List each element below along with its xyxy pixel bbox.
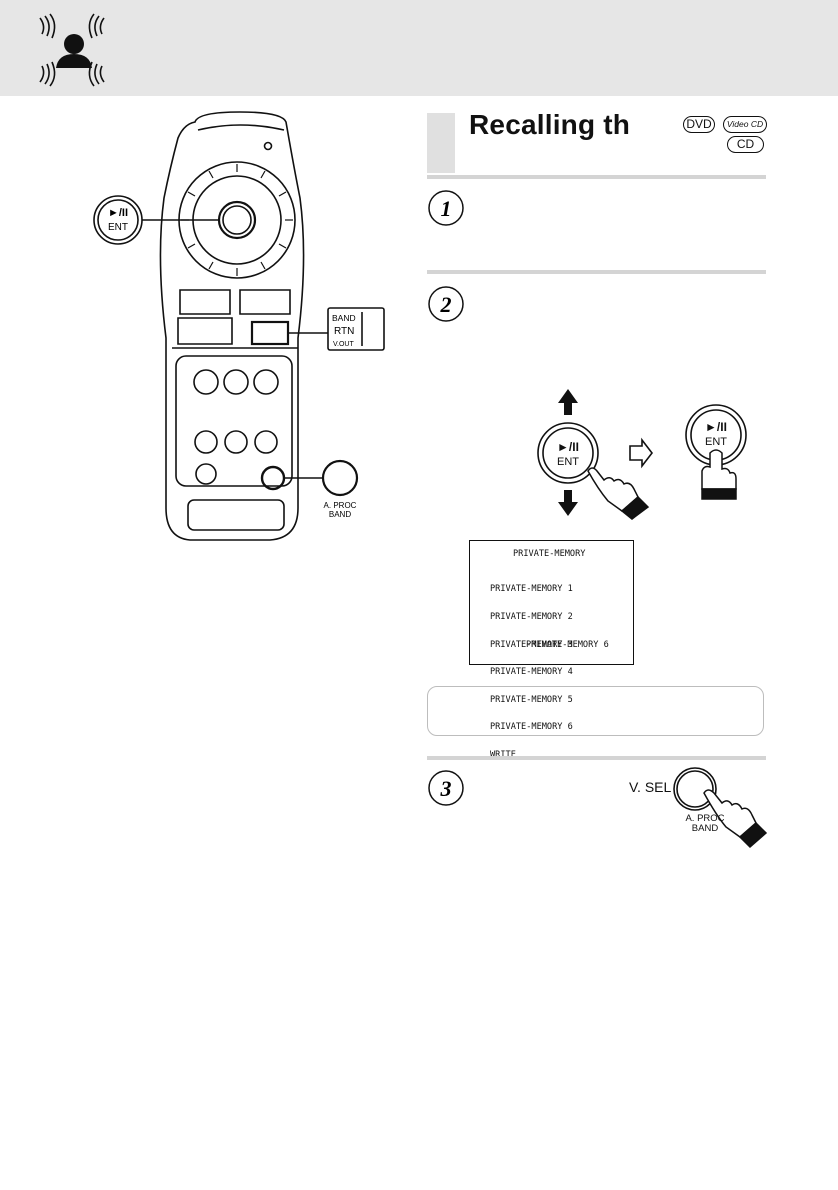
private-memory-screen: PRIVATE-MEMORY PRIVATE-MEMORY 1 PRIVATE-…: [469, 540, 634, 760]
remote-ent-label: ENT: [108, 222, 128, 233]
step3-number: 3: [428, 770, 464, 806]
aproc-caption-line2: BAND: [691, 823, 719, 834]
vsel-label: V. SEL: [629, 779, 672, 795]
step1-divider: [427, 175, 766, 179]
svg-text:3: 3: [440, 776, 452, 801]
svg-text:2: 2: [440, 292, 452, 317]
pointing-hand-icon: [703, 789, 768, 849]
section-title: Recalling th: [469, 109, 631, 140]
step3-divider: [427, 756, 766, 760]
step2-play-label-left: ►/II: [557, 440, 579, 454]
badge-cd: CD: [727, 136, 764, 153]
aproc-button-press-icon: [673, 767, 768, 849]
pointing-hand-icon: [587, 467, 650, 520]
osd-menu-item: PRIVATE-MEMORY 4: [490, 667, 573, 678]
step2-ent-label-right: ENT: [705, 436, 727, 448]
listener-sound-icon: [39, 13, 105, 87]
remote-vout-label: V.OUT: [333, 341, 354, 348]
step2-ent-label-left: ENT: [557, 456, 579, 468]
osd-menu-item: PRIVATE-MEMORY 2: [490, 612, 573, 623]
badge-video-cd: Video CD: [723, 116, 767, 133]
remote-rtn-label: RTN: [334, 326, 354, 337]
title-tab-marker: [427, 113, 455, 173]
aproc-caption: A. PROC BAND: [676, 814, 734, 834]
remote-play-label: ►/II: [108, 207, 128, 219]
osd-menu-item: PRIVATE-MEMORY 6: [490, 722, 573, 733]
osd-menu-item: WRITE: [490, 750, 573, 760]
header-band: [0, 0, 838, 96]
osd-menu-list: PRIVATE-MEMORY 1 PRIVATE-MEMORY 2 PRIVAT…: [490, 567, 573, 779]
step2-play-label-right: ►/II: [705, 420, 727, 434]
osd-status: PRIVATE-MEMORY 6: [526, 640, 609, 650]
badge-dvd: DVD: [683, 116, 715, 133]
remote-aproc-label: A. PROC: [324, 501, 357, 510]
remote-control-illustration: ►/II ENT BAND RTN V.OUT A. PROC BAND: [93, 111, 385, 541]
osd-title: PRIVATE-MEMORY: [513, 549, 586, 559]
remote-band-label: BAND: [332, 313, 356, 323]
osd-menu-item: PRIVATE-MEMORY 5: [490, 694, 573, 705]
osd-menu-item: PRIVATE-MEMORY 3: [490, 639, 573, 650]
note-box: [427, 686, 764, 736]
aproc-caption-line1: A. PROC: [685, 813, 725, 824]
remote-band2-label: BAND: [329, 510, 351, 519]
step1-number: 1: [428, 190, 464, 226]
step2-divider: [427, 270, 766, 274]
joystick-ent-button-icon: ►/II ENT ►/II ENT: [537, 389, 747, 520]
svg-text:1: 1: [441, 196, 452, 221]
step2-number: 2: [428, 286, 464, 322]
osd-menu-item: PRIVATE-MEMORY 1: [490, 584, 573, 595]
